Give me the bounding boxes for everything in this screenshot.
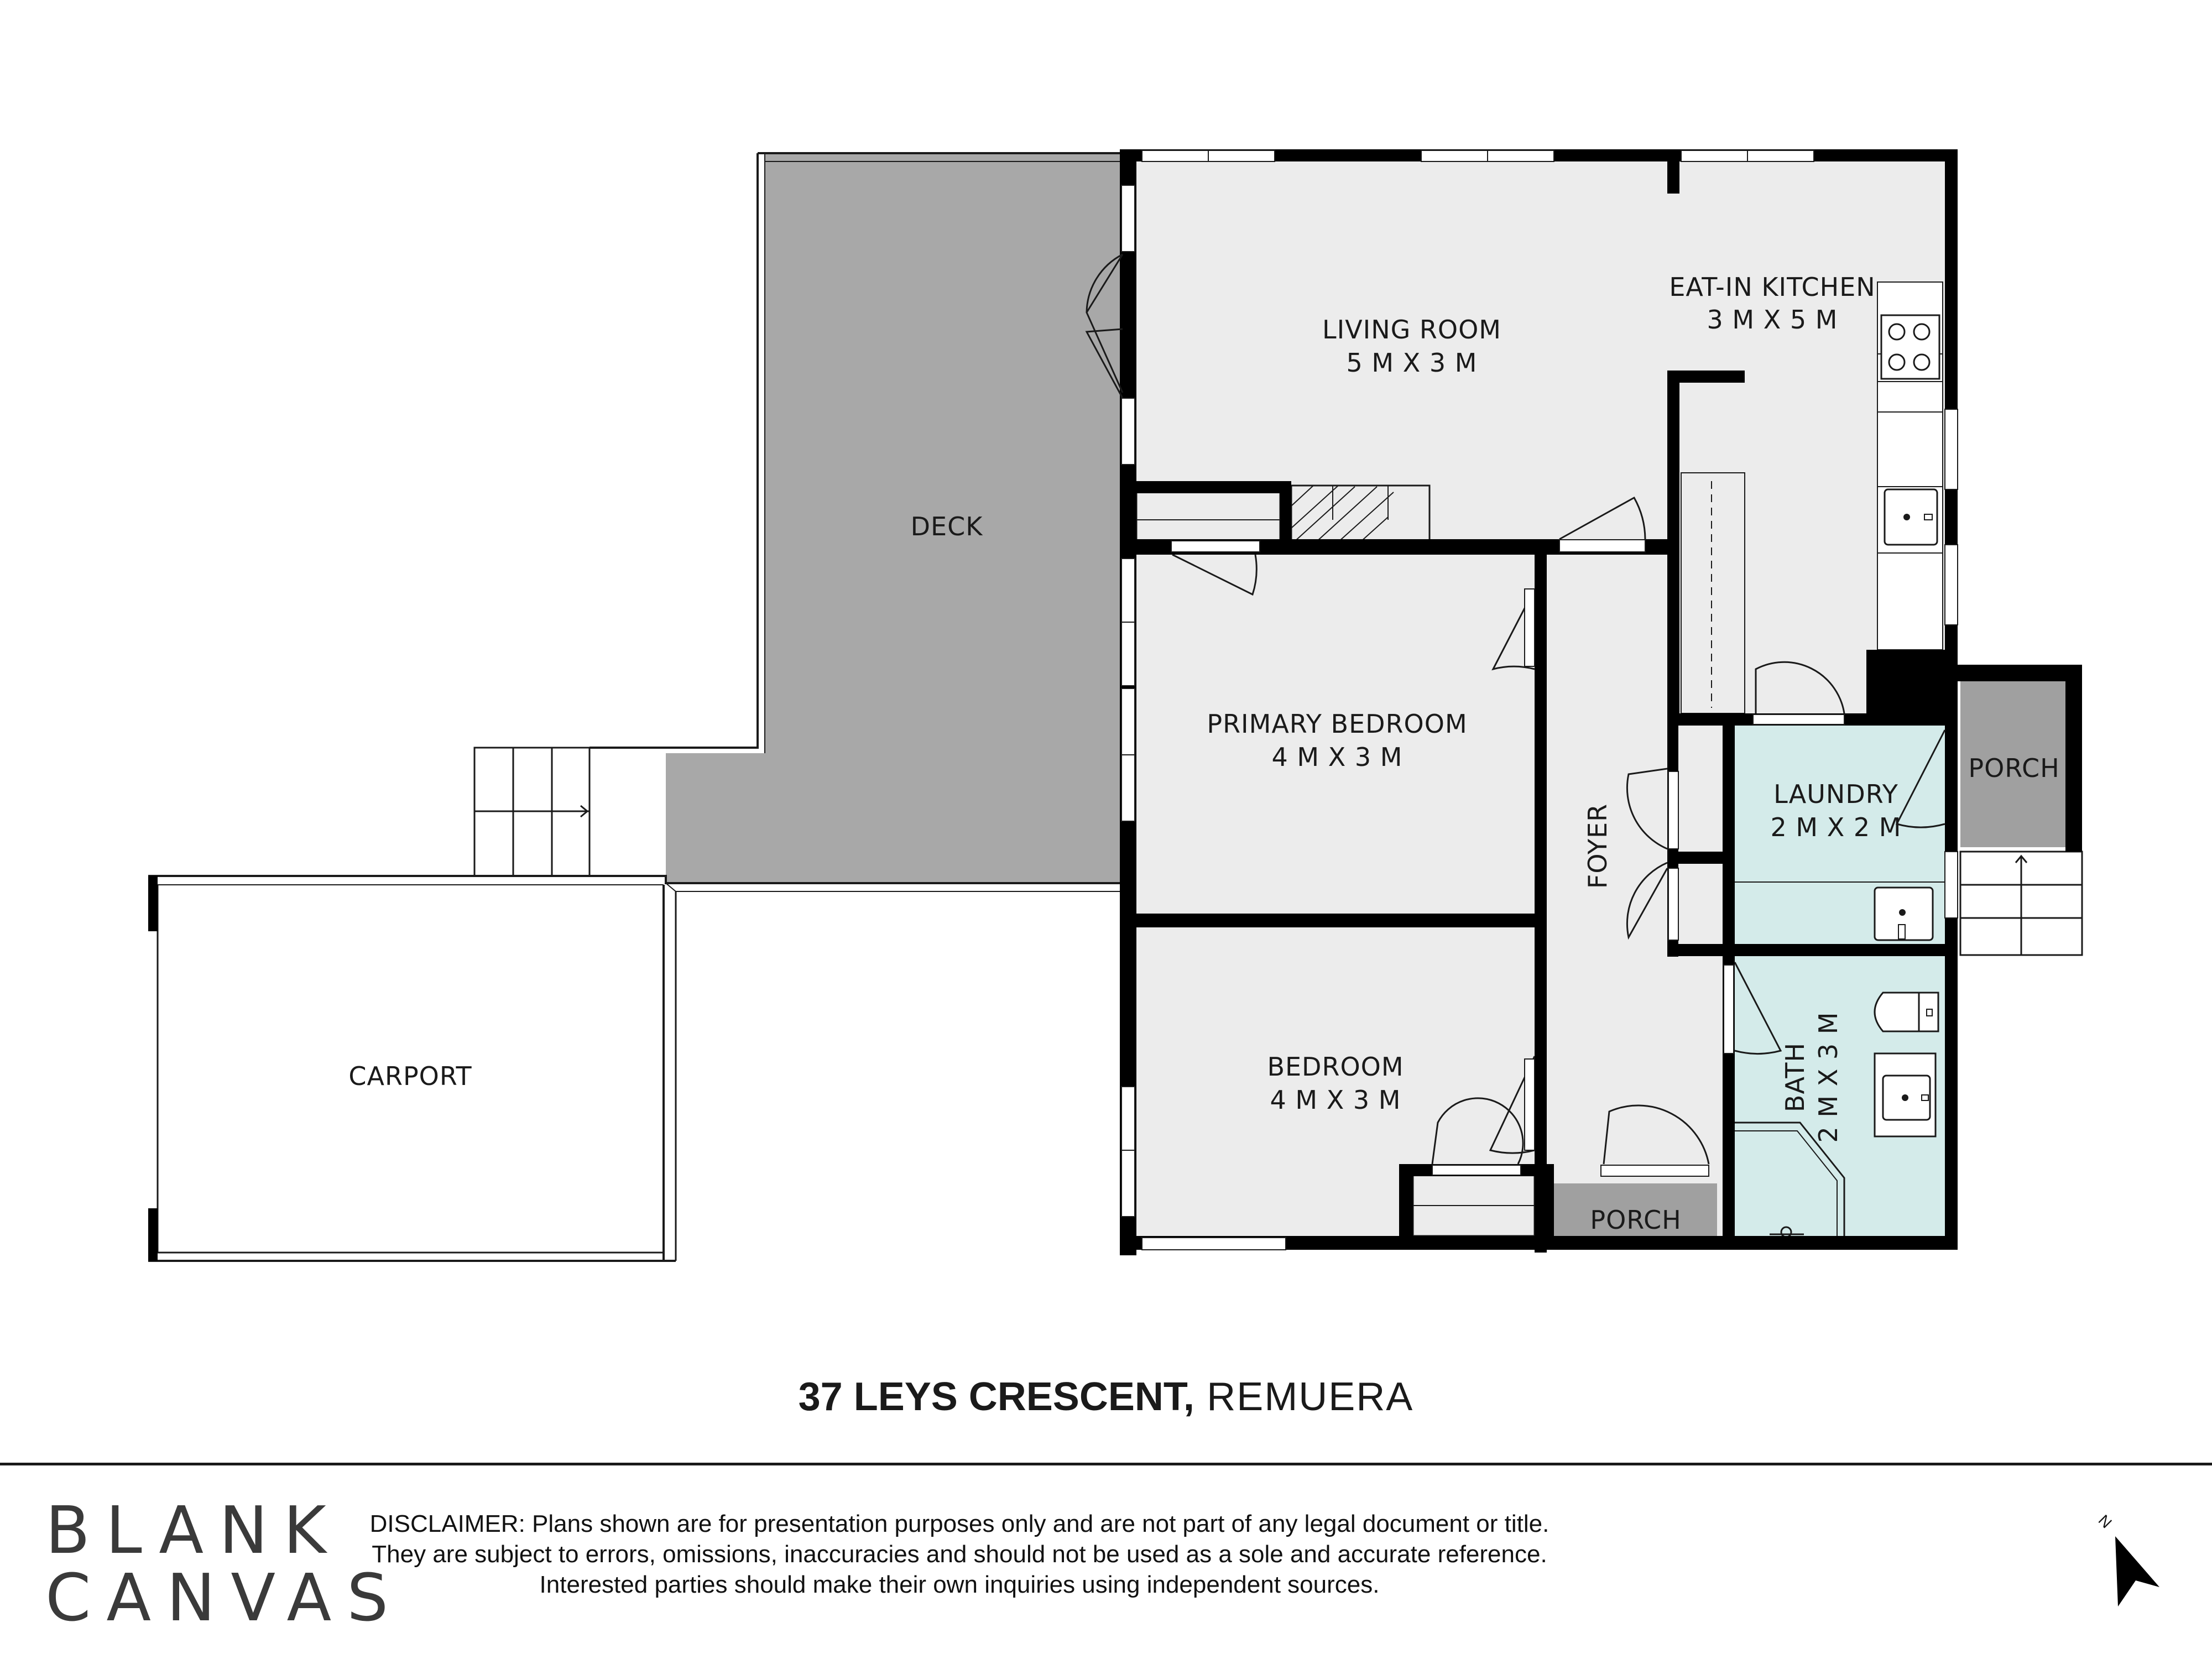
windows: [1121, 150, 1958, 1250]
logo-line1: BLANK: [45, 1492, 342, 1568]
porch-east-steps: [1959, 851, 2083, 956]
laundry-label: LAUNDRY: [1773, 779, 1898, 809]
address-suburb: REMUERA: [1207, 1375, 1413, 1419]
porch-south-label: PORCH: [1590, 1205, 1681, 1235]
bedroom-size: 4 M X 3 M: [1270, 1085, 1401, 1115]
disclaimer-line1: DISCLAIMER: Plans shown are for presenta…: [370, 1510, 1550, 1537]
vanity-basin-icon: [1874, 1052, 1937, 1138]
carport-label: CARPORT: [348, 1061, 472, 1091]
deck-stairs: [473, 747, 591, 877]
bedroom-label: BEDROOM: [1267, 1052, 1404, 1082]
door-kitchen-laundry: [1755, 661, 1845, 714]
door-cupboard-2: [1626, 862, 1668, 940]
door-primary-foyer: [1491, 588, 1536, 671]
laundry-tub-icon: [1874, 886, 1934, 941]
door-thresholds: [1432, 539, 1845, 1177]
door-front: [1603, 1104, 1710, 1165]
door-primary: [1172, 554, 1258, 596]
address-street: 37 LEYS CRESCENT,: [799, 1375, 1194, 1419]
laundry-size: 2 M X 2 M: [1771, 812, 1902, 842]
primary-bedroom-size: 4 M X 3 M: [1272, 742, 1403, 772]
disclaimer-line2: They are subject to errors, omissions, i…: [372, 1541, 1547, 1568]
door-wardrobe: [1431, 1097, 1524, 1165]
disclaimer-line3: Interested parties should make their own…: [540, 1571, 1380, 1598]
door-cupboard-1: [1626, 768, 1668, 850]
footer-divider: [0, 1463, 2212, 1465]
kitchen-bench: [1681, 472, 1745, 714]
kitchen-sink-icon: [1884, 488, 1938, 546]
address-title: 37 LEYS CRESCENT, REMUERA: [799, 1375, 1414, 1419]
primary-bedroom-label: PRIMARY BEDROOM: [1207, 709, 1467, 739]
north-label: N: [2095, 1511, 2115, 1531]
foyer-label: FOYER: [1583, 804, 1613, 889]
north-arrow-icon: N: [2095, 1511, 2159, 1606]
living-room-label: LIVING ROOM: [1322, 315, 1501, 345]
bath-size: 2 M X 3 M: [1813, 1012, 1843, 1143]
deck-railing: [589, 153, 759, 749]
door-laundry-porch: [1895, 729, 1946, 828]
shower-icon: [1734, 1121, 1845, 1238]
bath-label: BATH: [1780, 1042, 1810, 1112]
door-living-foyer: [1559, 496, 1646, 540]
deck-label: DECK: [911, 512, 984, 541]
cooktop-icon: [1880, 314, 1940, 380]
logo-line2: CANVAS: [45, 1559, 404, 1636]
porch-east-area: [1960, 681, 2065, 847]
carport-outline: [148, 875, 1123, 1262]
doors: [1085, 253, 1946, 1165]
porch-east-label: PORCH: [1968, 753, 2059, 783]
door-bath: [1734, 962, 1782, 1055]
kitchen-label: EAT-IN KITCHEN: [1669, 272, 1875, 302]
door-bedroom-foyer: [1489, 1056, 1536, 1154]
kitchen-size: 3 M X 5 M: [1707, 305, 1838, 335]
deck-area: [589, 153, 1123, 883]
toilet-icon: [1874, 992, 1939, 1032]
living-room-size: 5 M X 3 M: [1347, 348, 1478, 378]
